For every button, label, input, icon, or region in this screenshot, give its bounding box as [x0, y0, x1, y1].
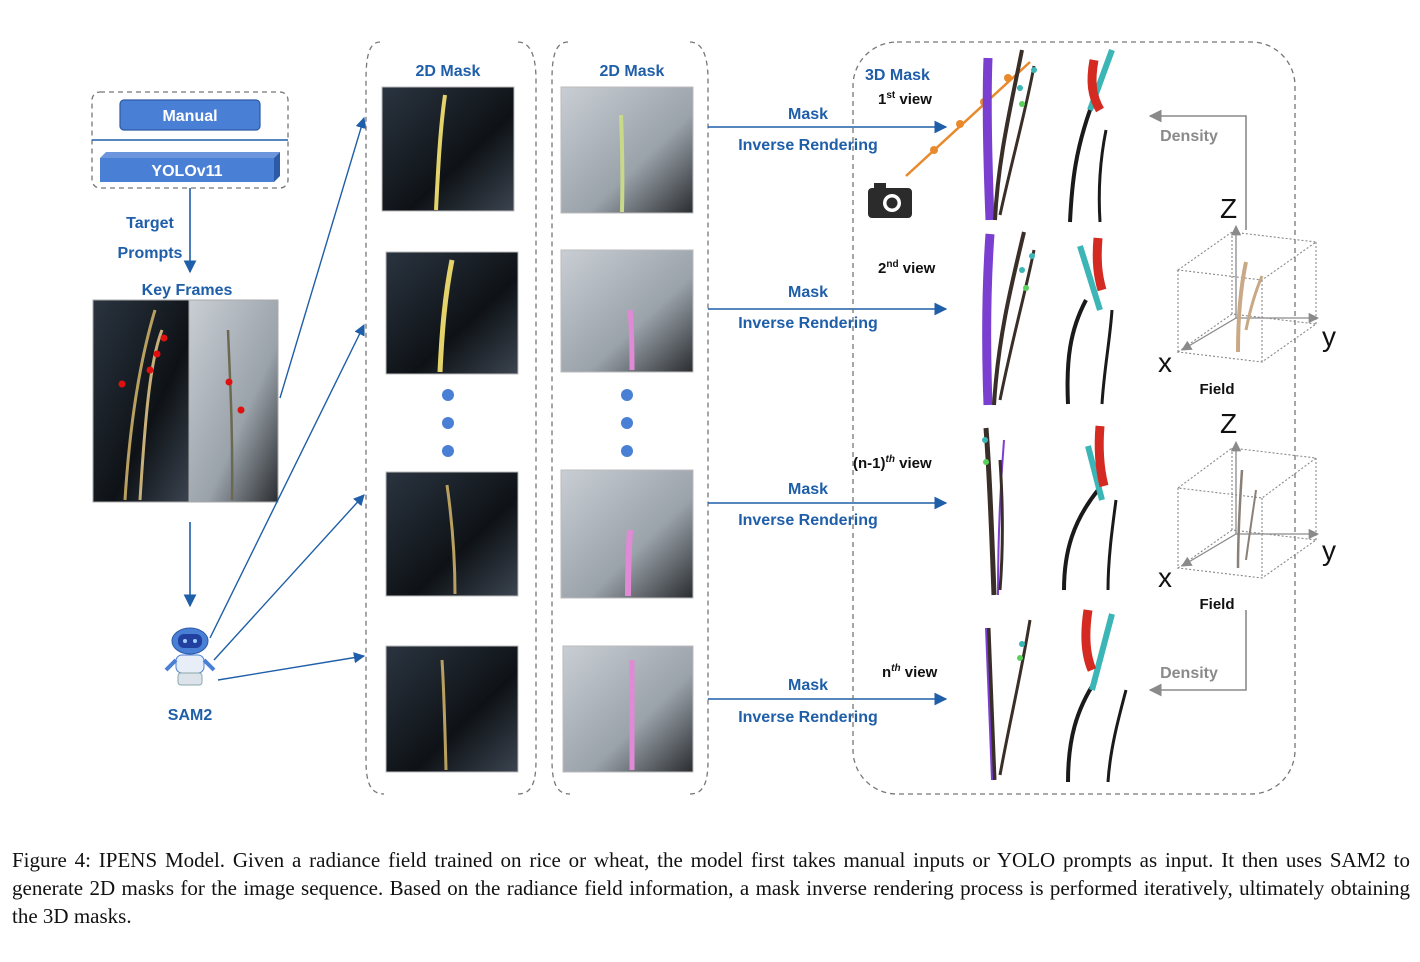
mask-col2-title: 2D Mask — [600, 63, 665, 80]
three-d-title: 3D Mask — [865, 67, 930, 84]
plant-3d-mask — [1068, 48, 1115, 223]
plant-3d-mask — [982, 427, 1005, 596]
key-frames-images — [92, 299, 279, 503]
mask-col1-title: 2D Mask — [416, 63, 481, 80]
plant-3d-mask — [985, 619, 1032, 781]
three-d-panel: 3D Mask 1st view 2nd view (n-1)th view n… — [852, 41, 1336, 795]
mask-image — [385, 645, 519, 773]
field-cube — [1176, 231, 1318, 363]
yolo-label: YOLOv11 — [151, 163, 222, 180]
axis-z: Z — [1220, 193, 1237, 224]
axis-y: y — [1322, 535, 1336, 566]
field-label: Field — [1199, 596, 1234, 613]
plant-3d-mask — [1062, 425, 1118, 591]
inverse-label: Inverse Rendering — [738, 709, 878, 726]
prompts-line2: Prompts — [118, 245, 183, 262]
view-label: nth view — [882, 663, 938, 681]
mask-column-1: 2D Mask — [365, 41, 537, 795]
view-label: 2nd view — [878, 259, 936, 277]
axis-x: x — [1158, 562, 1172, 593]
plant-3d-mask — [1065, 237, 1114, 405]
robot-icon — [164, 627, 216, 686]
inverse-label: Inverse Rendering — [738, 512, 878, 529]
mask-column-2: 2D Mask — [551, 41, 709, 795]
field-axes — [1181, 224, 1320, 351]
inverse-label: Inverse Rendering — [738, 315, 878, 332]
view-label: (n-1)th view — [853, 454, 932, 472]
key-frames-title: Key Frames — [142, 282, 233, 299]
figure-caption: Figure 4: IPENS Model. Given a radiance … — [12, 848, 1410, 928]
field-cube — [1176, 447, 1318, 579]
mask-image — [560, 249, 694, 373]
camera-icon — [868, 183, 912, 218]
view-label: 1st view — [878, 90, 932, 108]
input-box: Manual YOLOv11 — [91, 91, 289, 189]
mask-label: Mask — [788, 677, 828, 694]
density-loop-top: Density — [1148, 109, 1247, 230]
mask-image — [381, 86, 515, 212]
sam-arrows — [209, 116, 367, 681]
manual-label: Manual — [162, 108, 217, 125]
mask-label: Mask — [788, 284, 828, 301]
density-label: Density — [1160, 665, 1218, 682]
axis-y: y — [1322, 321, 1336, 352]
plant-3d-mask — [982, 231, 1036, 406]
prompts-line1: Target — [126, 215, 174, 232]
plant-3d-mask — [1066, 609, 1128, 783]
mask-image — [560, 86, 694, 214]
inverse-label: Inverse Rendering — [738, 137, 878, 154]
inverse-rendering-arrows: Mask Inverse Rendering Mask Inverse Rend… — [708, 106, 948, 726]
ipens-figure: Manual YOLOv11 Target Prompts Key Frames… — [91, 41, 1336, 795]
mask-label: Mask — [788, 481, 828, 498]
yolo-block: YOLOv11 — [100, 152, 280, 182]
density-loop-bottom: Density — [1148, 610, 1247, 697]
field-label: Field — [1199, 381, 1234, 398]
axis-z: Z — [1220, 408, 1237, 439]
mask-image — [562, 645, 694, 773]
density-label: Density — [1160, 128, 1218, 145]
mask-label: Mask — [788, 106, 828, 123]
plant-3d-mask — [982, 49, 1037, 221]
axis-x: x — [1158, 347, 1172, 378]
sam-label: SAM2 — [168, 707, 213, 724]
manual-button — [119, 99, 261, 131]
field-axes — [1181, 440, 1320, 567]
